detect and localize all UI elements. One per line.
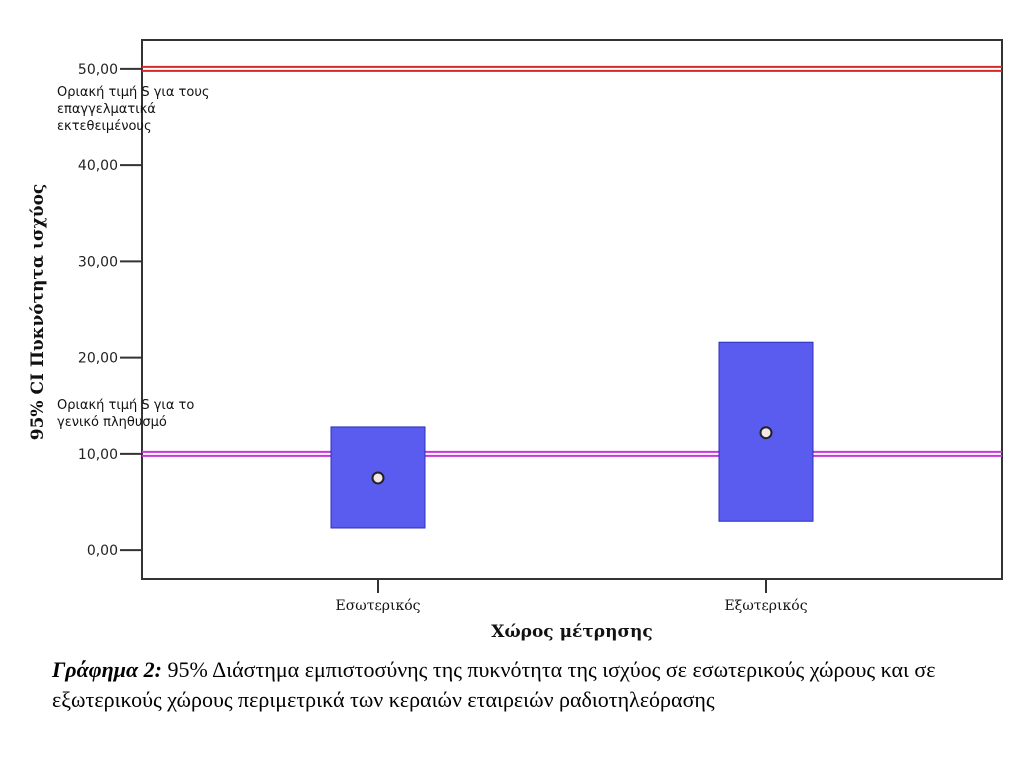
plot-frame <box>141 39 1003 580</box>
figure-caption: Γράφημα 2: 95% Διάστημα εμπιστοσύνης της… <box>52 655 982 715</box>
reference-line-label: Οριακή τιμή S για τους <box>57 85 209 100</box>
y-tick-label: 0,00 <box>87 543 118 559</box>
x-tick-label: Εσωτερικός <box>336 598 421 614</box>
caption-label: Γράφημα 2: <box>52 657 162 682</box>
y-axis: 0,00 10,00 20,00 30,00 40,00 50,00 <box>78 62 142 559</box>
x-axis-title: Χώρος μέτρησης <box>491 622 652 642</box>
error-bar-chart: 0,00 10,00 20,00 30,00 40,00 50,00 Οριακή τιμ… <box>28 39 1003 642</box>
mean-marker <box>371 471 385 485</box>
mean-marker <box>759 426 773 440</box>
y-tick-label: 30,00 <box>78 254 118 270</box>
y-tick-label: 10,00 <box>78 447 118 463</box>
reference-line-label: επαγγελματικά <box>57 102 156 117</box>
y-tick-label: 40,00 <box>78 158 118 174</box>
x-axis: Εσωτερικός Εξωτερικός <box>336 579 808 614</box>
ci-marks <box>330 341 814 529</box>
reference-lines: Οριακή τιμή S για τους επαγγελματικά εκτεθ… <box>57 65 1002 457</box>
y-tick-label: 20,00 <box>78 351 118 367</box>
reference-line-label: Οριακή τιμή S για το <box>57 398 194 413</box>
caption-text: 95% Διάστημα εμπιστοσύνης της πυκνότητα … <box>52 657 936 712</box>
reference-line-label: γενικό πληθυσμό <box>57 415 167 430</box>
reference-line-label: εκτεθειμένους <box>57 119 152 134</box>
x-tick-label: Εξωτερικός <box>724 598 807 614</box>
y-axis-title: 95% CI Πυκνότητα ισχύος <box>28 184 48 441</box>
y-tick-label: 50,00 <box>78 62 118 78</box>
